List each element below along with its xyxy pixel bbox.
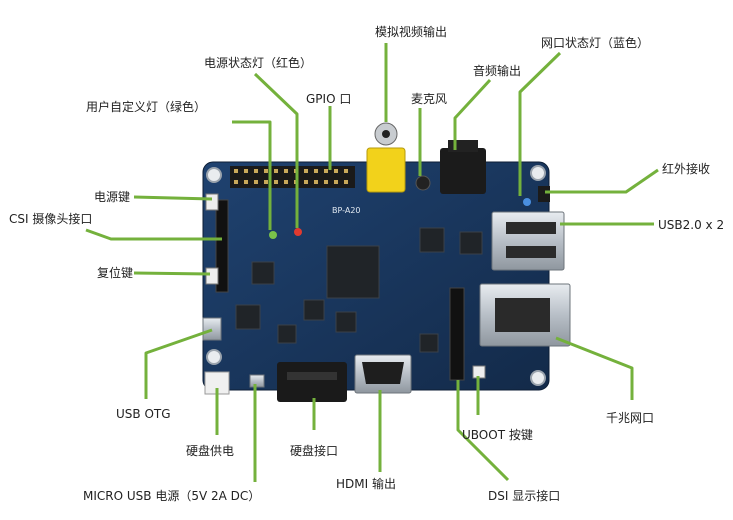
gpio-header <box>230 166 355 188</box>
label-audio-out: 音频输出 <box>473 64 522 78</box>
microphone-part <box>415 175 431 191</box>
net-led <box>523 198 531 206</box>
mounting-holes <box>206 165 546 386</box>
silk-label: BP-A20 <box>332 206 361 215</box>
label-gigabit-lan: 千兆网口 <box>606 411 655 425</box>
callout-lines <box>85 43 659 482</box>
label-power-status-led: 电源状态灯（红色） <box>204 56 313 70</box>
ethernet-jack <box>479 283 571 347</box>
usb-otg-port <box>202 317 222 341</box>
label-microphone: 麦克风 <box>411 92 448 106</box>
ir-receiver-part <box>538 186 550 202</box>
label-user-led: 用户自定义灯（绿色） <box>86 100 207 114</box>
sata-port <box>277 362 347 402</box>
label-reset-key: 复位键 <box>97 266 134 280</box>
micro-usb-port <box>249 374 265 388</box>
reset-button <box>205 267 219 285</box>
power-button <box>205 193 219 211</box>
label-gpio: GPIO 口 <box>306 92 352 106</box>
label-sata-power: 硬盘供电 <box>186 444 235 458</box>
label-micro-usb-power: MICRO USB 电源（5V 2A DC） <box>83 489 261 503</box>
label-usb-otg: USB OTG <box>116 407 171 421</box>
label-uboot-key: UBOOT 按键 <box>462 428 533 442</box>
hdmi-port <box>354 354 412 394</box>
user-led <box>269 231 277 239</box>
label-hdmi-out: HDMI 输出 <box>336 477 396 491</box>
csi-connector <box>215 199 229 293</box>
dsi-connector <box>449 287 465 381</box>
audio-jack <box>440 140 486 194</box>
label-analog-video-out: 模拟视频输出 <box>375 25 448 39</box>
label-net-status-led: 网口状态灯（蓝色） <box>541 36 650 50</box>
label-power-key: 电源键 <box>94 190 131 204</box>
label-usb2: USB2.0 x 2 <box>658 218 725 232</box>
label-ir-receiver: 红外接收 <box>662 162 711 176</box>
av-jack <box>366 122 406 193</box>
label-csi-camera: CSI 摄像头接口 <box>9 212 93 226</box>
label-dsi-display: DSI 显示接口 <box>488 489 561 503</box>
usb-stack <box>491 211 565 271</box>
label-sata-port: 硬盘接口 <box>290 444 339 458</box>
power-led <box>294 228 302 236</box>
board-chips <box>235 227 483 353</box>
